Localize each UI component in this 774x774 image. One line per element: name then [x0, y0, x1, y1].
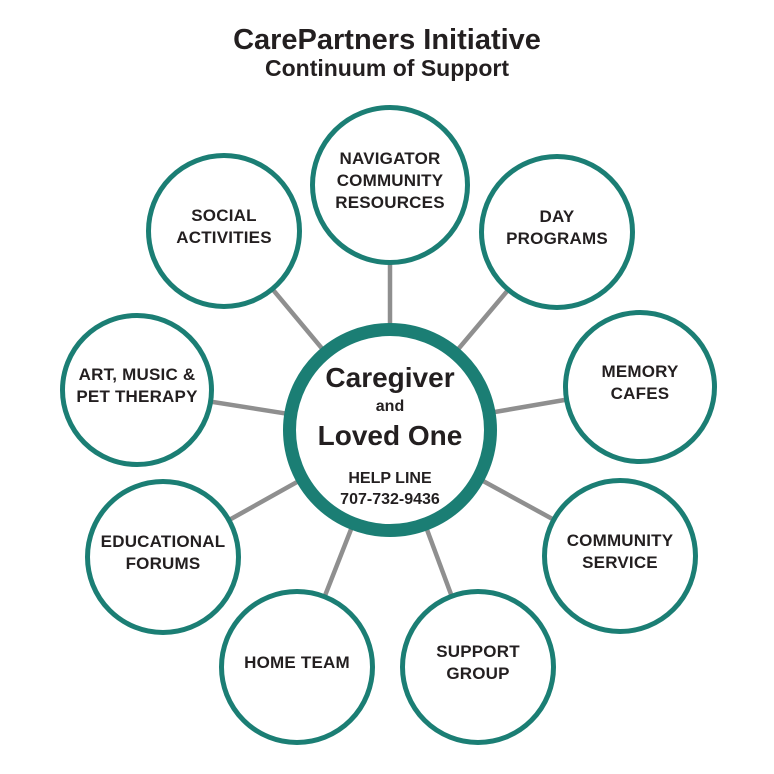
node-label: SOCIAL ACTIVITIES [176, 205, 272, 247]
node-label: MEMORY CAFES [601, 361, 679, 403]
node-home-team: HOME TEAM [219, 589, 375, 745]
node-memory-cafes: MEMORY CAFES [563, 310, 717, 464]
node-label: NAVIGATOR COMMUNITY RESOURCES [335, 148, 445, 213]
center-node-caregiver-loved-one: Caregiver and Loved One HELP LINE 707-73… [283, 323, 497, 537]
diagram-header: CarePartners Initiative Continuum of Sup… [0, 26, 774, 80]
page-subtitle: Continuum of Support [265, 55, 509, 81]
helpline-number: 707-732-9436 [340, 491, 440, 509]
node-label: DAY PROGRAMS [506, 206, 608, 248]
node-support-group: SUPPORT GROUP [400, 589, 556, 745]
helpline-label: HELP LINE [348, 470, 432, 488]
center-title-line1: Caregiver [325, 361, 455, 393]
node-art-music-pet-therapy: ART, MUSIC & PET THERAPY [60, 313, 214, 467]
helpline-block: HELP LINE 707-732-9436 [340, 469, 440, 511]
node-label: EDUCATIONAL FORUMS [100, 531, 226, 573]
node-label: ART, MUSIC & PET THERAPY [76, 364, 198, 406]
center-conjunction: and [375, 398, 405, 416]
node-navigator-community-resources: NAVIGATOR COMMUNITY RESOURCES [310, 105, 470, 265]
node-day-programs: DAY PROGRAMS [479, 154, 635, 310]
node-educational-forums: EDUCATIONAL FORUMS [85, 479, 241, 635]
node-social-activities: SOCIAL ACTIVITIES [146, 153, 302, 309]
node-label: HOME TEAM [244, 652, 350, 672]
page-title: CarePartners Initiative [233, 24, 541, 56]
center-title-line2: Loved One [317, 420, 463, 452]
node-label: COMMUNITY SERVICE [566, 530, 674, 572]
node-community-service: COMMUNITY SERVICE [542, 478, 698, 634]
node-label: SUPPORT GROUP [436, 641, 520, 683]
